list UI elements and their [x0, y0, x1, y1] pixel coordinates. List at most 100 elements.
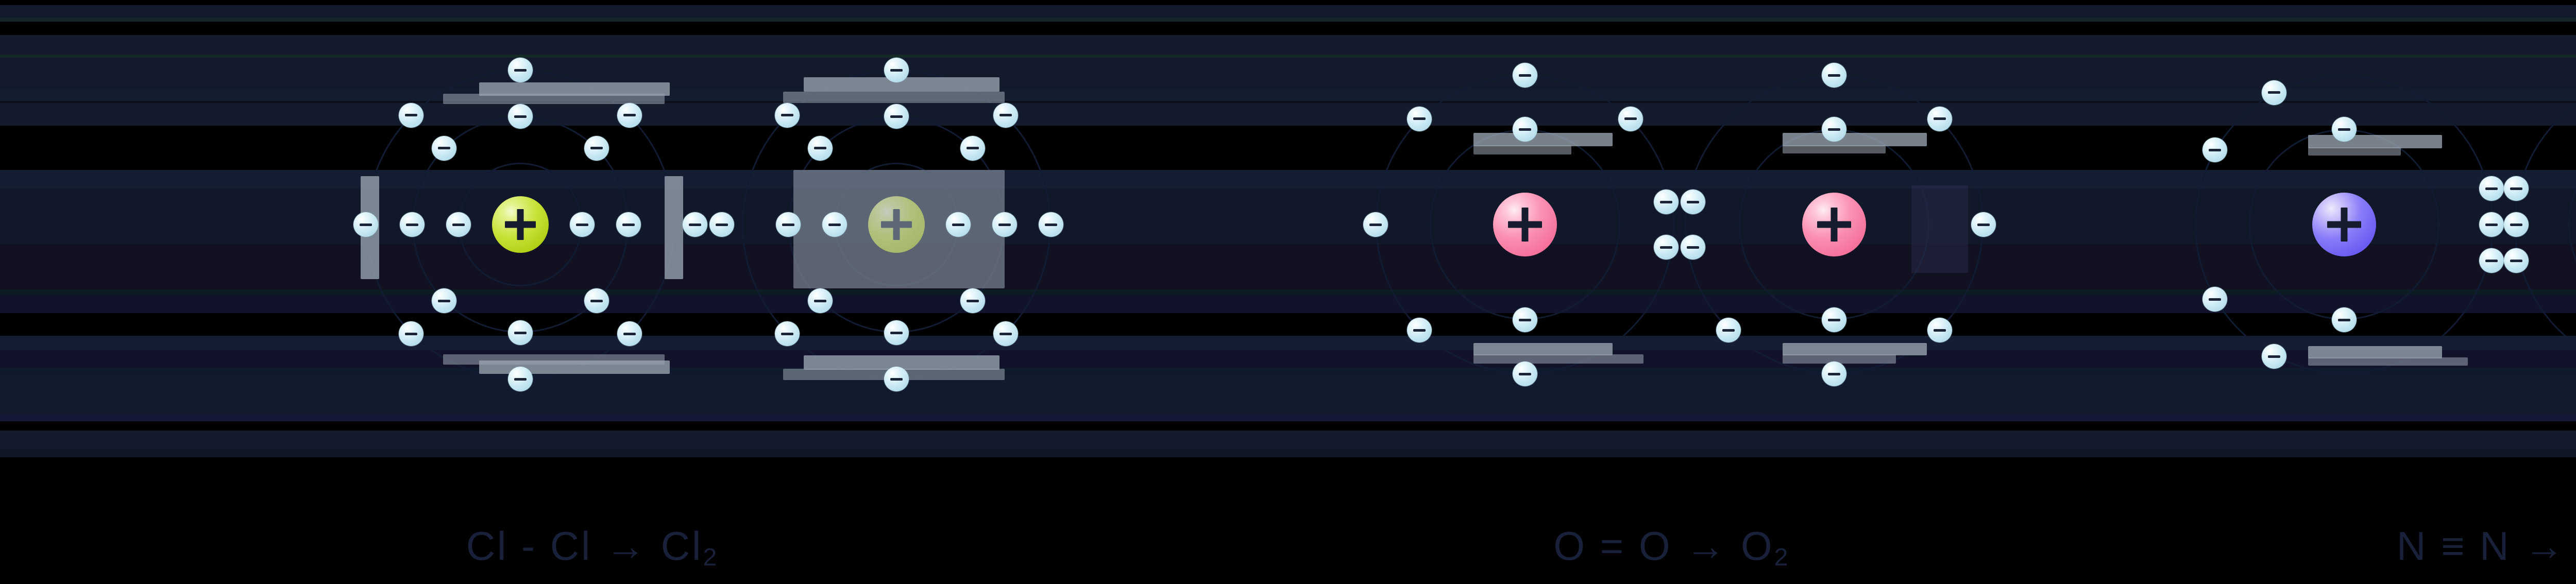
background-band: [0, 449, 2576, 457]
electron: [431, 288, 456, 314]
electron: [2202, 138, 2227, 162]
electron: [683, 212, 707, 237]
background-band: [0, 101, 2576, 103]
highlight-strip: [1473, 145, 1571, 154]
highlight-strip: [1783, 343, 1927, 355]
nucleus-n: [2312, 193, 2376, 256]
background-band: [0, 58, 2576, 89]
electron: [1927, 318, 1953, 343]
positive-charge-icon: [505, 209, 535, 239]
nucleus-o: [1493, 193, 1557, 256]
background-band: [0, 457, 2576, 584]
electron: [1513, 63, 1537, 88]
electron: [446, 212, 471, 237]
electron: [1406, 106, 1432, 131]
highlight-strip: [443, 354, 665, 365]
positive-charge-icon: [2327, 208, 2362, 242]
electron: [2261, 80, 2286, 105]
electron: [508, 320, 533, 345]
highlight-strip: [783, 92, 1005, 103]
background-band: [0, 18, 2576, 22]
electron: [508, 58, 533, 82]
electron: [1654, 190, 1679, 214]
background-band: [0, 35, 2576, 55]
electron: [960, 288, 986, 314]
electron: [1513, 117, 1537, 142]
highlight-strip: [479, 82, 670, 96]
electron: [570, 212, 595, 237]
electron: [1039, 212, 1063, 237]
electron: [2202, 287, 2227, 312]
electron: [884, 367, 909, 391]
background-band: [0, 431, 2576, 449]
electron: [1681, 190, 1705, 214]
electron: [508, 104, 533, 129]
electron: [774, 102, 800, 128]
electron: [2504, 212, 2529, 237]
electron: [807, 288, 833, 314]
positive-charge-icon: [1817, 208, 1852, 242]
highlight-strip: [2308, 357, 2468, 366]
background-band: [0, 377, 2576, 414]
electron: [508, 367, 533, 391]
electron: [884, 320, 909, 345]
electron: [709, 212, 734, 237]
chlorine-molecule: Cl - Cl → Cl2: [0, 0, 1185, 584]
highlight-strip: [1783, 145, 1886, 153]
background-band: [0, 5, 2576, 18]
background-band: [0, 188, 2576, 244]
electron: [992, 212, 1017, 237]
highlight-strip: [2308, 346, 2442, 358]
background-band: [0, 336, 2576, 350]
highlight-strip: [2308, 147, 2401, 156]
electron: [584, 288, 609, 314]
electron: [1822, 307, 1846, 332]
electron: [1822, 362, 1846, 386]
electron: [1654, 235, 1679, 260]
chlorine-label-subscript: 2: [703, 543, 719, 571]
electron: [776, 212, 801, 237]
oxygen-label-text: O = O → O: [1553, 523, 1774, 569]
electron: [1681, 235, 1705, 260]
background-band: [0, 350, 2576, 368]
electron: [960, 135, 986, 161]
highlight-strip: [1911, 185, 1968, 273]
electron: [617, 321, 642, 347]
electron: [1513, 362, 1537, 386]
background-band: [0, 421, 2576, 431]
highlight-strip: [1473, 133, 1613, 146]
background-band: [0, 0, 2576, 5]
nitrogen-molecule: N ≡ N → N2: [2117, 0, 2576, 584]
highlight-strip: [1783, 354, 1896, 364]
highlight-strip: [1783, 133, 1927, 146]
nucleus-cl: [492, 196, 549, 253]
highlight-strip: [2308, 135, 2442, 148]
electron: [884, 104, 909, 129]
background-band: [0, 295, 2576, 313]
electron: [946, 212, 971, 237]
electron: [807, 135, 833, 161]
positive-charge-icon: [1508, 208, 1543, 242]
electron: [1716, 318, 1741, 343]
electron: [2479, 248, 2504, 273]
electron: [2261, 344, 2286, 369]
chlorine-label-text: Cl - Cl → Cl: [466, 523, 703, 569]
highlight-strip: [1473, 354, 1643, 364]
electron: [2479, 212, 2504, 237]
electron: [2332, 117, 2357, 142]
nucleus-o: [1802, 193, 1866, 256]
background-band: [0, 170, 2576, 188]
chlorine-label: Cl - Cl → Cl2: [0, 523, 1185, 571]
electron: [584, 135, 609, 161]
background-band: [0, 414, 2576, 421]
electron: [1513, 307, 1537, 332]
electron: [2479, 176, 2504, 201]
electron: [884, 58, 909, 82]
background-band: [0, 89, 2576, 101]
electron: [617, 102, 642, 128]
background-band: [0, 22, 2576, 35]
background-band: [0, 244, 2576, 289]
highlight-strip: [443, 94, 665, 104]
